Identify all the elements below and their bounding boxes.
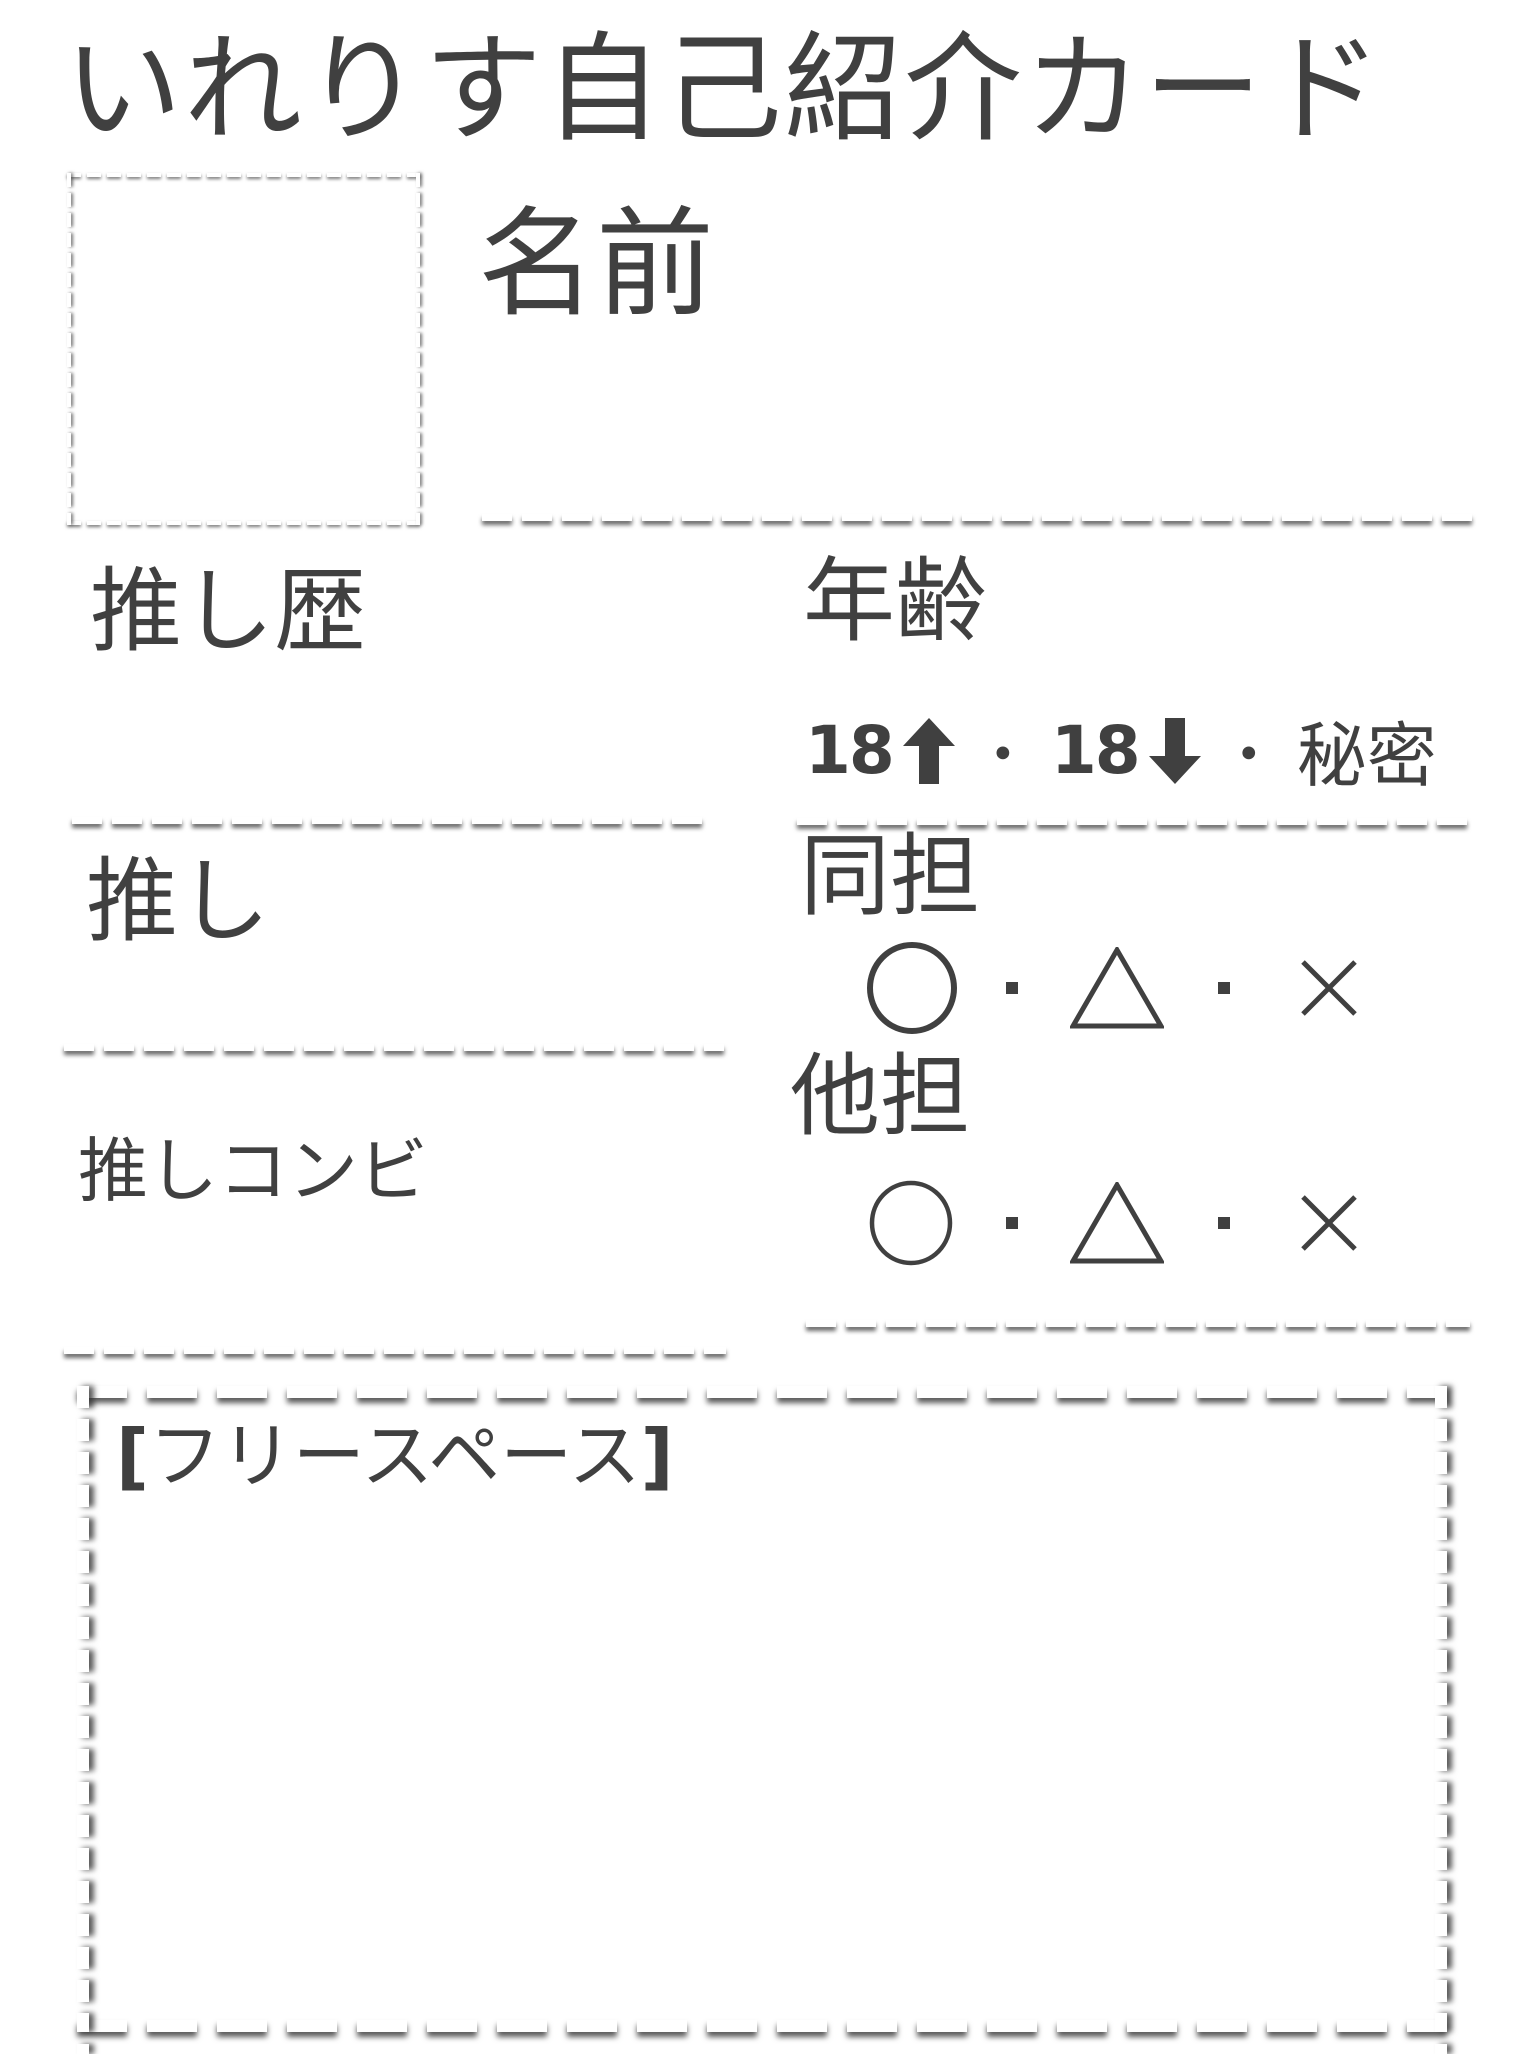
oshi-field[interactable] <box>64 960 724 1040</box>
arrow-up-icon <box>902 717 955 784</box>
free-space-left-border <box>77 1386 89 2032</box>
separator-dot <box>1006 1217 1018 1229</box>
free-space-top-border <box>77 1386 1447 1398</box>
photo-box-bottom-border <box>67 521 420 525</box>
separator-dot <box>1218 1217 1230 1229</box>
circle-icon[interactable] <box>868 1180 954 1266</box>
doutan-label: 同担 <box>800 824 980 929</box>
tatan-divider <box>806 1320 1470 1327</box>
cross-icon[interactable] <box>1300 959 1358 1017</box>
oshi-label: 推し <box>86 848 271 955</box>
next-box-right-border <box>1435 2044 1447 2054</box>
age-option-over-18[interactable]: 18 <box>805 712 895 789</box>
age-label: 年齢 <box>803 548 988 655</box>
free-space-box[interactable] <box>77 1386 1447 2046</box>
circle-icon[interactable] <box>866 942 958 1034</box>
card-title: いれりす自己紹介カード <box>64 20 1385 158</box>
free-space-label-text: フリースペース <box>148 1414 641 1498</box>
photo-box-left-border <box>67 173 71 525</box>
triangle-icon[interactable] <box>1070 947 1164 1029</box>
oshi-history-label: 推し歴 <box>90 558 367 665</box>
oshi-divider <box>64 1044 724 1051</box>
name-field[interactable] <box>482 340 1472 510</box>
next-box-left-border <box>77 2044 89 2054</box>
separator-dot <box>1006 982 1018 994</box>
photo-box[interactable] <box>67 173 420 525</box>
separator-dot: ・ <box>972 721 1033 791</box>
oshi-combi-divider <box>64 1347 726 1354</box>
photo-box-right-border <box>416 173 420 525</box>
age-options: 18 ・ 18 ・ 秘密 <box>805 700 1437 801</box>
cross-icon[interactable] <box>1300 1194 1358 1252</box>
separator-dot <box>1218 982 1230 994</box>
oshi-history-field[interactable] <box>72 670 702 810</box>
oshi-combi-field[interactable] <box>64 1215 724 1340</box>
oshi-history-divider <box>72 817 702 824</box>
free-space-right-border <box>1435 1386 1447 2032</box>
photo-box-top-border <box>67 173 420 177</box>
free-space-label: [フリースペース] <box>116 1420 674 1492</box>
free-space-bottom-border <box>77 2020 1447 2032</box>
age-divider <box>797 818 1473 825</box>
triangle-icon[interactable] <box>1070 1182 1164 1264</box>
age-option-under-18[interactable]: 18 <box>1050 712 1141 789</box>
tatan-label: 他担 <box>790 1044 970 1149</box>
oshi-combi-label: 推しコンビ <box>78 1130 428 1212</box>
tatan-options <box>868 1178 1358 1268</box>
name-label: 名前 <box>478 195 715 333</box>
doutan-options <box>866 942 1358 1034</box>
bracket-open: [ <box>116 1414 149 1498</box>
bracket-close: ] <box>640 1414 674 1498</box>
arrow-down-icon <box>1148 717 1201 784</box>
separator-dot: ・ <box>1218 721 1279 791</box>
name-divider <box>482 514 1472 521</box>
age-option-secret[interactable]: 秘密 <box>1296 715 1437 797</box>
